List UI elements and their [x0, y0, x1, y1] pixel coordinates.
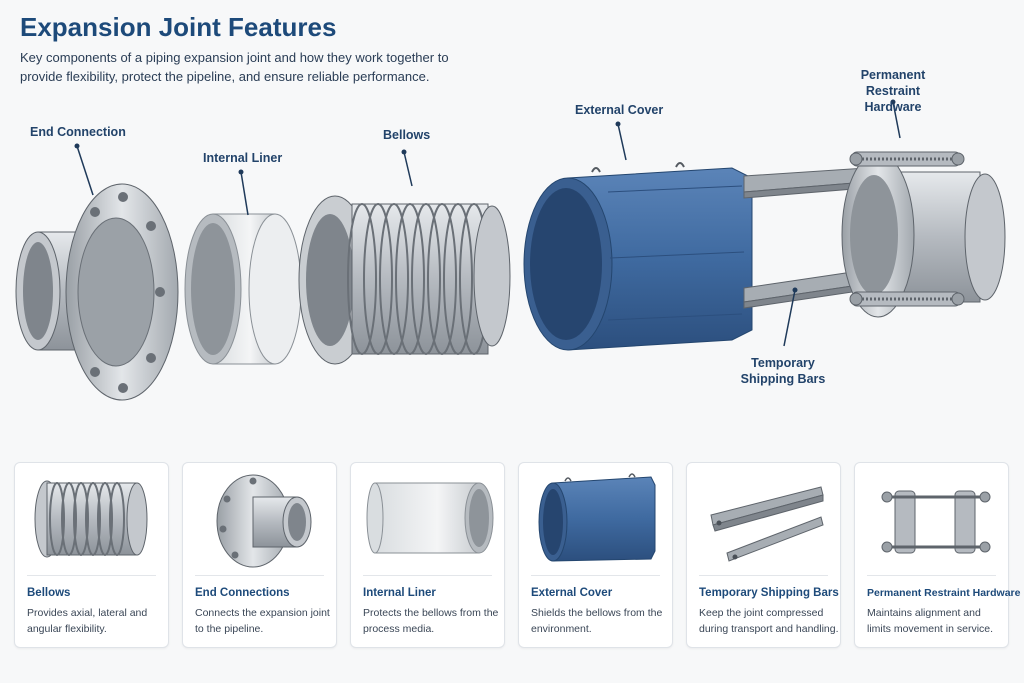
end-connection-thumbnail: [216, 474, 312, 568]
card-end-connections: End Connections Connects the expansion j…: [182, 462, 337, 648]
component-cards: Bellows Provides axial, lateral and angu…: [14, 462, 1020, 648]
internal-liner-part: [184, 213, 302, 365]
card-temporary-shipping-bars: Temporary Shipping Bars Keep the joint c…: [686, 462, 841, 648]
card-external-cover: External Cover Shields the bellows from …: [518, 462, 673, 648]
card-title: Internal Liner: [363, 587, 436, 599]
end-connection-part: [15, 183, 179, 401]
internal-liner-thumbnail: [366, 482, 494, 554]
card-bellows: Bellows Provides axial, lateral and angu…: [14, 462, 169, 648]
card-divider: [27, 575, 156, 576]
card-title: Permanent Restraint Hardware: [867, 587, 1021, 599]
card-permanent-restraint-hardware: Permanent Restraint Hardware Maintains a…: [854, 462, 1020, 648]
card-title: Temporary Shipping Bars: [699, 587, 839, 599]
bellows-thumbnail: [34, 480, 148, 558]
page-subtitle: Key components of a piping expansion joi…: [20, 50, 449, 84]
card-description: Keep the joint compressed during transpo…: [699, 607, 839, 635]
external-cover-thumbnail: [538, 473, 656, 562]
callout-temporary-bars: Temporary Shipping Bars: [740, 356, 826, 386]
card-description: Protects the bellows from the process me…: [363, 607, 499, 635]
leader-lines: [74, 99, 901, 347]
exploded-view-diagram: [15, 99, 1006, 401]
shipping-bars-thumbnail: [710, 486, 824, 562]
card-description: Connects the expansion joint to the pipe…: [195, 607, 330, 635]
external-cover-part: [523, 162, 753, 351]
temporary-shipping-bars-part: [743, 167, 867, 309]
card-description: Shields the bellows from the environment…: [531, 607, 663, 635]
callout-permanent-restraint: Permanent Restraint Hardware: [860, 68, 926, 114]
card-title: External Cover: [531, 587, 613, 599]
card-description: Maintains alignment and limits movement …: [867, 607, 994, 635]
restraint-hardware-thumbnail: [881, 490, 991, 554]
card-title: Bellows: [27, 587, 71, 599]
permanent-restraint-hardware-part: [841, 151, 1006, 318]
callout-internal-liner: Internal Liner: [203, 151, 283, 165]
card-description: Provides axial, lateral and angular flex…: [27, 607, 148, 635]
bellows-part: [298, 195, 511, 365]
card-divider: [867, 575, 996, 576]
card-divider: [195, 575, 324, 576]
card-divider: [699, 575, 828, 576]
card-internal-liner: Internal Liner Protects the bellows from…: [350, 462, 505, 648]
callout-end-connection: End Connection: [30, 125, 126, 139]
callout-bellows: Bellows: [383, 128, 431, 142]
card-divider: [531, 575, 660, 576]
callout-external-cover: External Cover: [575, 103, 664, 117]
card-title: End Connections: [195, 587, 290, 599]
card-divider: [363, 575, 492, 576]
page-title: Expansion Joint Features: [20, 12, 337, 42]
